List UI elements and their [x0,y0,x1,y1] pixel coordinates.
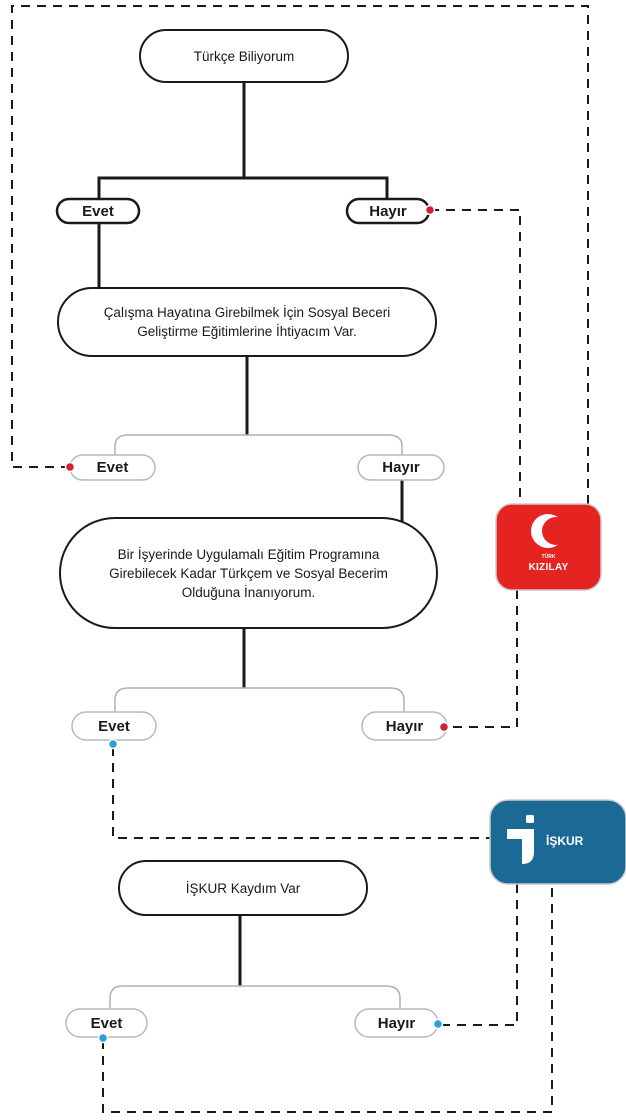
node-q3-no: Hayır [385,717,424,735]
dot-blue-q3-yes [107,738,119,750]
node-q4-shape [118,860,368,916]
iskur-dot-icon [526,815,534,823]
node-q2-no: Hayır [382,459,420,476]
iskur-mark-icon [507,829,534,864]
thin-connectors [109,434,405,1009]
node-q3-shape [59,517,438,629]
kizilay-small-text: TÜRK [541,554,556,560]
dot-blue-q4-no [432,1018,444,1030]
iskur-logo [489,799,626,885]
node-q1-shape [139,29,349,83]
node-q1-no: Hayır [369,202,407,220]
answer-pills-bold [55,197,431,225]
node-q1: Türkçe Biliyorum [193,48,295,64]
node-q1-yes-shape [55,197,141,225]
dot-red-q2-yes [64,461,76,473]
question-nodes [57,29,438,916]
node-q3: Bir İşyerinde Uygulamalı Eğitim Programı… [109,546,388,600]
connector-kizilay-to-q3-no [448,590,518,728]
dot-red-q1-no [424,204,436,216]
node-q2-shape [57,287,437,357]
node-q4: İŞKUR Kaydım Var [185,880,301,896]
answer-pills-light [65,454,448,1038]
node-q2-no-shape [357,454,445,481]
node-q2: Çalışma Hayatına Girebilmek İçin Sosyal … [103,305,391,339]
node-q4-yes: Evet [90,1014,123,1032]
iskur-text: İŞKUR [546,834,584,848]
dot-red-q3-no [438,721,450,733]
kizilay-logo [495,503,602,591]
connector-dots [64,204,450,1044]
node-q3-yes: Evet [98,717,130,735]
dashed-connectors [11,5,589,1113]
kizilay-text: KIZILAY [528,562,569,573]
node-q1-yes: Evet [82,202,114,220]
connector-outer-loop [11,5,589,505]
connector-iskur-to-q4-no [440,884,518,1026]
node-q2-yes: Evet [96,459,129,476]
connector-q3-yes-to-iskur [112,747,493,839]
dot-blue-q4-yes [97,1032,109,1044]
node-q4-no: Hayır [377,1014,416,1032]
connector-q4-yes-to-iskur [102,884,553,1113]
